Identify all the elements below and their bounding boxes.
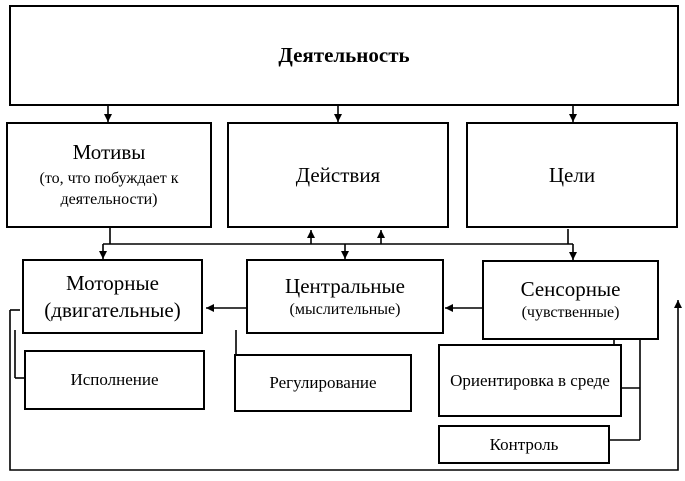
central-subtitle: (мыслительные) [289,300,401,318]
motives-box: Мотивы (то, что побуждает к деятельности… [6,122,212,228]
motor-title: Моторные [66,271,159,296]
goals-box: Цели [466,122,678,228]
motor-box: Моторные (двигательные) [22,259,203,334]
central-box: Центральные (мыслительные) [246,259,444,334]
goals-title: Цели [548,162,596,187]
activity-title: Деятельность [278,43,410,67]
central-title: Центральные [285,273,405,298]
motor-subtitle: (двигательные) [44,297,181,322]
sensory-box: Сенсорные (чувственные) [482,260,659,340]
regulation-box: Регулирование [234,354,412,412]
execution-title: Исполнение [70,370,159,390]
motives-title: Мотивы [72,140,146,165]
orientation-title: Ориентировка в среде [450,370,610,390]
orientation-box: Ориентировка в среде [438,344,622,417]
sensory-title: Сенсорные [520,277,621,302]
sensory-subtitle: (чувственные) [521,304,620,322]
actions-box: Действия [227,122,449,228]
execution-box: Исполнение [24,350,205,410]
actions-title: Действия [295,162,381,187]
motives-subtitle: (то, что побуждает к деятельности) [39,169,179,209]
regulation-title: Регулирование [269,373,377,393]
activity-box: Деятельность [9,5,679,106]
feedback-loop [9,310,679,471]
control-box: Контроль [438,425,610,464]
control-title: Контроль [489,434,559,454]
